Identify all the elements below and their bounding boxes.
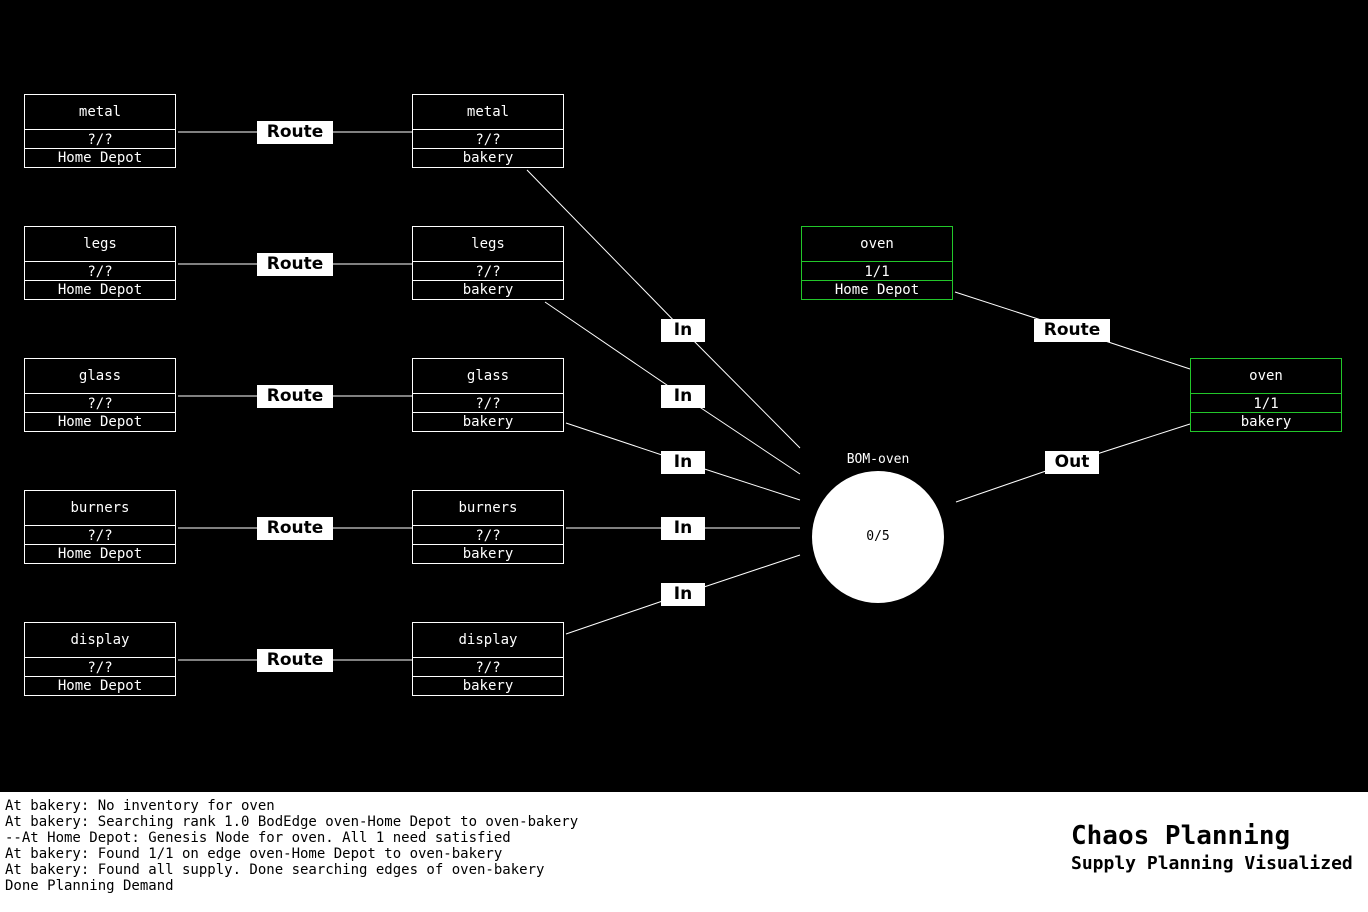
log-line: At bakery: No inventory for oven: [5, 798, 275, 814]
node-oven-home-depot[interactable]: oven 1/1 Home Depot: [801, 226, 953, 300]
node-item: display: [70, 632, 130, 648]
node-location: Home Depot: [834, 282, 920, 298]
node-location: Home Depot: [57, 414, 143, 430]
in-display-tag[interactable]: In: [661, 583, 705, 606]
out-oven-tag[interactable]: Out: [1045, 451, 1099, 474]
node-legs-bakery[interactable]: legs ?/? bakery: [412, 226, 564, 300]
in-metal-tag[interactable]: In: [661, 319, 705, 342]
node-item: display: [458, 632, 518, 648]
log-line: --At Home Depot: Genesis Node for oven. …: [5, 830, 511, 846]
brand-title: Chaos Planning: [1071, 821, 1291, 851]
node-location: bakery: [462, 414, 514, 430]
log-line: Done Planning Demand: [5, 878, 174, 894]
node-item: glass: [78, 368, 122, 384]
route-oven-tag[interactable]: Route: [1034, 319, 1110, 342]
route-burners-tag[interactable]: Route: [257, 517, 333, 540]
node-item: oven: [1249, 368, 1283, 384]
node-item: oven: [860, 236, 894, 252]
node-qty: ?/?: [413, 393, 563, 413]
node-legs-home-depot[interactable]: legs ?/? Home Depot: [24, 226, 176, 300]
in-burners-tag[interactable]: In: [661, 517, 705, 540]
node-location: bakery: [1240, 414, 1292, 430]
node-item: legs: [471, 236, 505, 252]
node-location: bakery: [462, 282, 514, 298]
node-item: metal: [78, 104, 122, 120]
node-location: Home Depot: [57, 150, 143, 166]
node-item: metal: [466, 104, 510, 120]
node-location: Home Depot: [57, 546, 143, 562]
in-glass-tag[interactable]: In: [661, 451, 705, 474]
node-location: bakery: [462, 546, 514, 562]
in-legs-tag[interactable]: In: [661, 385, 705, 408]
bom-node[interactable]: 0/5: [812, 471, 944, 603]
node-metal-bakery[interactable]: metal ?/? bakery: [412, 94, 564, 168]
node-qty: ?/?: [25, 129, 175, 149]
node-oven-bakery[interactable]: oven 1/1 bakery: [1190, 358, 1342, 432]
node-glass-bakery[interactable]: glass ?/? bakery: [412, 358, 564, 432]
node-item: burners: [458, 500, 518, 516]
planning-canvas: metal ?/? Home Depot legs ?/? Home Depot…: [24, 94, 1342, 696]
log-line: At bakery: Searching rank 1.0 BodEdge ov…: [5, 814, 579, 830]
node-location: bakery: [462, 150, 514, 166]
node-qty: ?/?: [413, 657, 563, 677]
node-qty: ?/?: [413, 129, 563, 149]
footer-panel: At bakery: No inventory for oven At bake…: [0, 792, 1368, 912]
node-location: Home Depot: [57, 282, 143, 298]
log-line: At bakery: Found all supply. Done search…: [5, 862, 545, 878]
node-location: Home Depot: [57, 678, 143, 694]
route-display-tag[interactable]: Route: [257, 649, 333, 672]
node-qty: ?/?: [25, 393, 175, 413]
node-display-home-depot[interactable]: display ?/? Home Depot: [24, 622, 176, 696]
node-qty: ?/?: [25, 525, 175, 545]
node-qty: ?/?: [25, 657, 175, 677]
route-metal-tag[interactable]: Route: [257, 121, 333, 144]
node-item: burners: [70, 500, 130, 516]
brand-subtitle: Supply Planning Visualized: [1071, 853, 1353, 874]
node-qty: 1/1: [1191, 393, 1341, 413]
route-legs-tag[interactable]: Route: [257, 253, 333, 276]
node-location: bakery: [462, 678, 514, 694]
node-item: legs: [83, 236, 117, 252]
node-burners-home-depot[interactable]: burners ?/? Home Depot: [24, 490, 176, 564]
node-qty: ?/?: [413, 525, 563, 545]
node-item: glass: [466, 368, 510, 384]
log-line: At bakery: Found 1/1 on edge oven-Home D…: [5, 846, 503, 862]
node-glass-home-depot[interactable]: glass ?/? Home Depot: [24, 358, 176, 432]
planning-log: At bakery: No inventory for oven At bake…: [5, 798, 578, 894]
node-display-bakery[interactable]: display ?/? bakery: [412, 622, 564, 696]
node-qty: ?/?: [413, 261, 563, 281]
route-glass-tag[interactable]: Route: [257, 385, 333, 408]
node-qty: 1/1: [802, 261, 952, 281]
bom-label: BOM-oven: [846, 452, 910, 467]
node-qty: ?/?: [25, 261, 175, 281]
node-metal-home-depot[interactable]: metal ?/? Home Depot: [24, 94, 176, 168]
node-burners-bakery[interactable]: burners ?/? bakery: [412, 490, 564, 564]
